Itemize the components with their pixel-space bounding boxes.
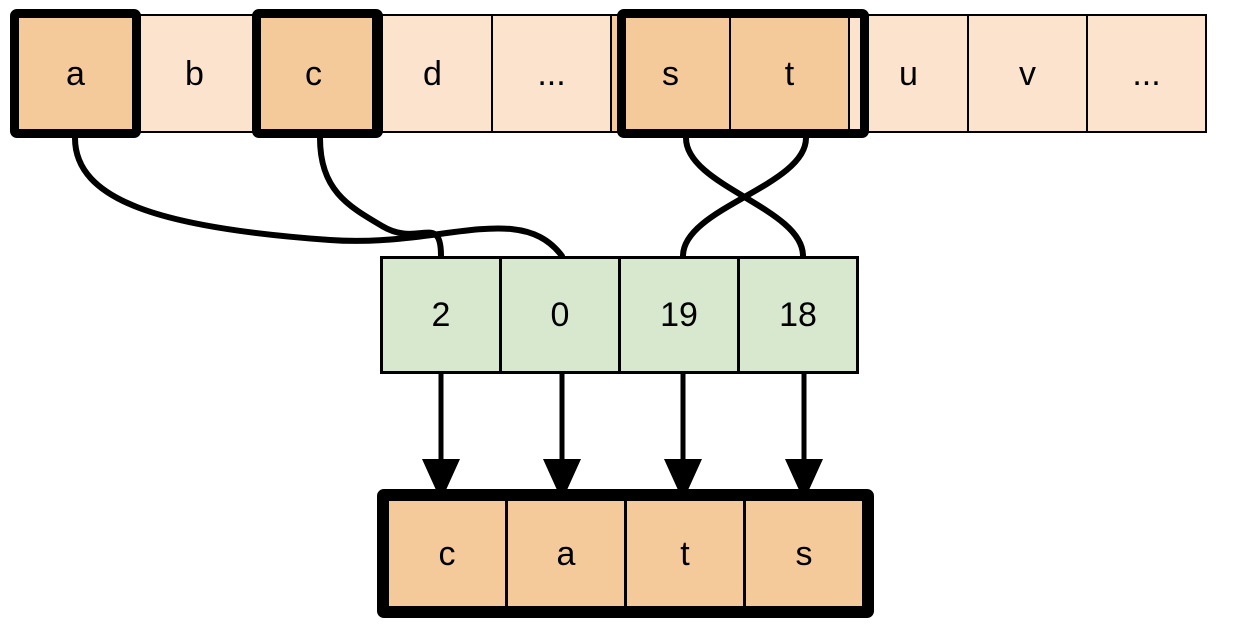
alphabet-cell-d[interactable]: d xyxy=(372,14,493,133)
index-cell-3[interactable]: 18 xyxy=(737,256,859,374)
index-cell-2[interactable]: 19 xyxy=(618,256,740,374)
curve-a-to-index-1 xyxy=(72,135,565,259)
selection-outline-st[interactable] xyxy=(617,9,869,138)
result-cell-0[interactable]: c xyxy=(386,498,508,609)
result-row: c a t s xyxy=(377,489,874,618)
curve-s-to-index-3 xyxy=(683,135,806,259)
result-cell-3[interactable]: s xyxy=(743,498,865,609)
index-row: 2 0 19 18 xyxy=(380,256,859,374)
index-cell-0[interactable]: 2 xyxy=(380,256,502,374)
alphabet-cell-t[interactable]: t xyxy=(729,14,850,133)
index-cell-1[interactable]: 0 xyxy=(499,256,621,374)
alphabet-cell-ellipsis-1[interactable]: ... xyxy=(491,14,612,133)
selection-outline-c[interactable] xyxy=(252,9,383,138)
alphabet-cell-b[interactable]: b xyxy=(134,14,255,133)
curve-c-to-index-0 xyxy=(317,135,444,259)
result-cell-1[interactable]: a xyxy=(505,498,627,609)
alphabet-cell-ellipsis-2[interactable]: ... xyxy=(1086,14,1207,133)
selection-outline-a[interactable] xyxy=(10,9,141,138)
alphabet-cell-v[interactable]: v xyxy=(967,14,1088,133)
alphabet-row: a b c d ... s t u v ... xyxy=(15,14,1207,133)
result-cell-2[interactable]: t xyxy=(624,498,746,609)
curve-t-to-index-2 xyxy=(680,135,809,259)
